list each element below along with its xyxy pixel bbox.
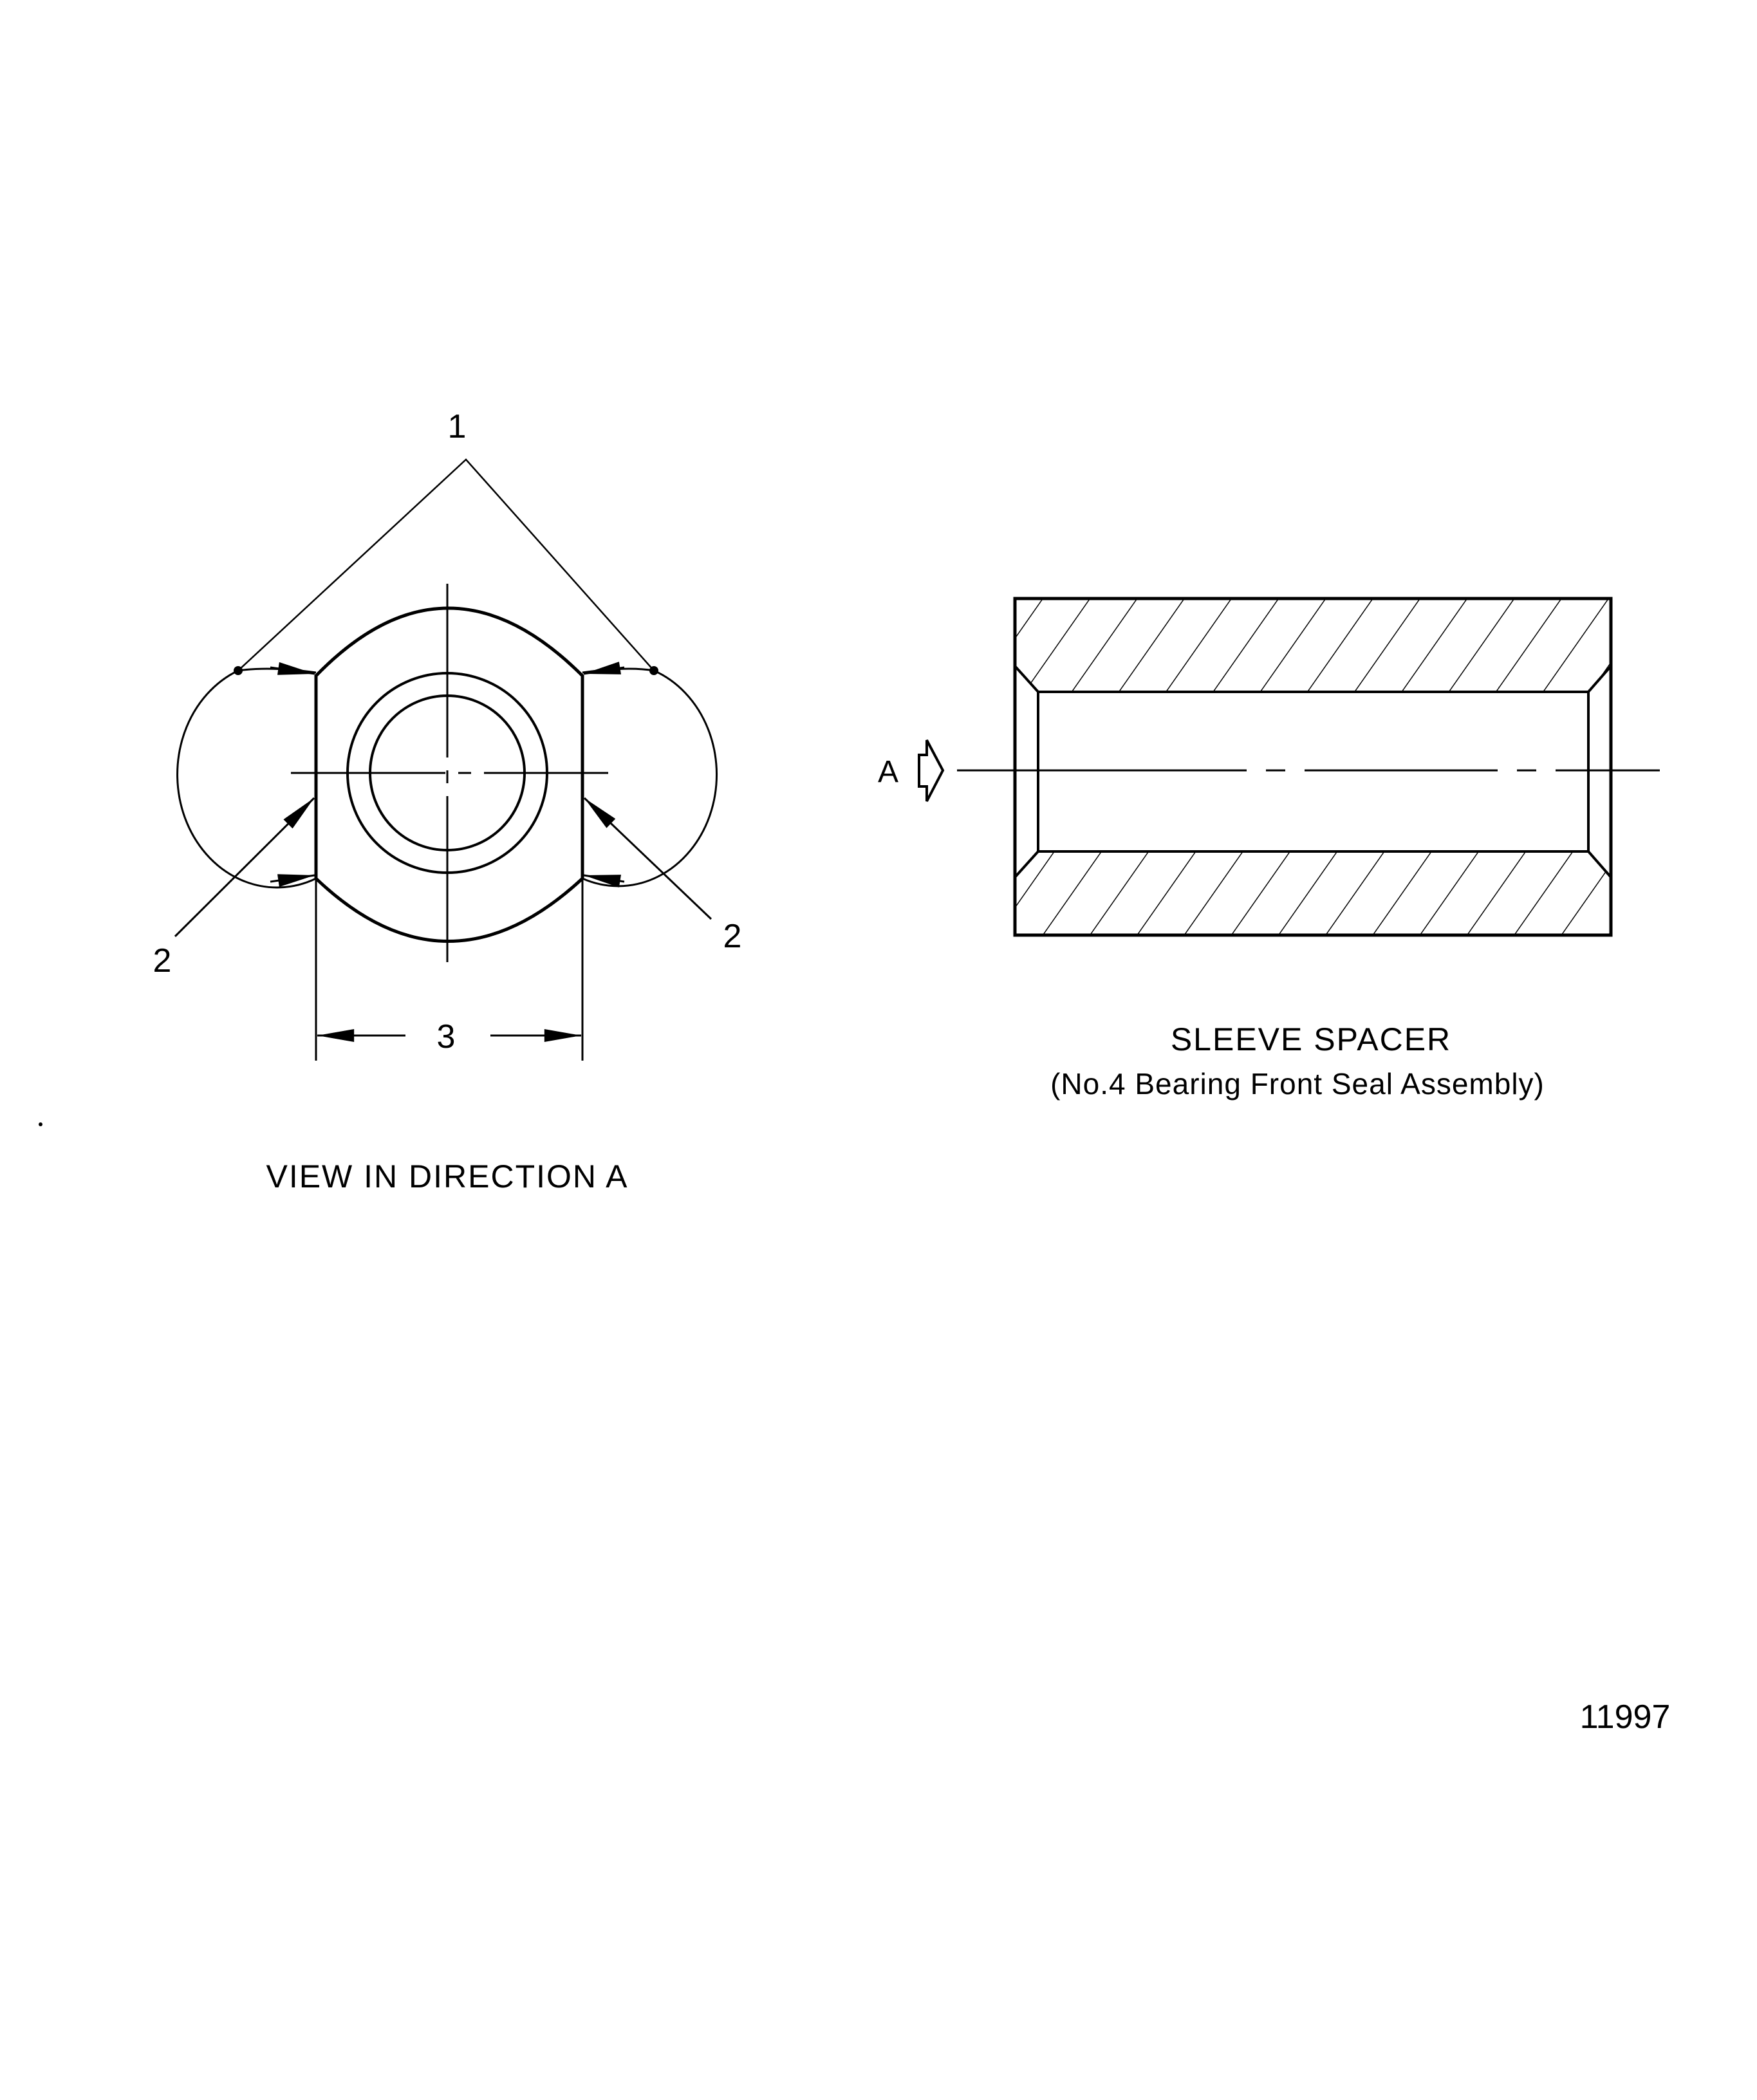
callout-2-left: 2 — [153, 942, 172, 980]
arrow-top-right — [583, 662, 625, 675]
arrow-top-left — [270, 662, 315, 675]
view-direction-a: 1 2 2 3 VIEW IN DIRECTION A — [39, 408, 741, 1194]
callout-2-right: 2 — [723, 918, 742, 955]
arrow-bottom-left — [270, 874, 315, 887]
leader-item-2-left — [174, 797, 315, 938]
stray-dot — [39, 1122, 42, 1126]
leader-dot-right — [649, 666, 658, 675]
arrow-bottom-right — [583, 874, 625, 887]
right-lug-outline — [582, 667, 718, 887]
top-wall-hatch — [1015, 599, 1611, 692]
bottom-wall-hatch — [1015, 851, 1611, 935]
body-outline — [314, 606, 584, 943]
view-title: VIEW IN DIRECTION A — [266, 1158, 628, 1194]
leader-dot-left — [234, 666, 243, 675]
part-title: SLEEVE SPACER — [1171, 1021, 1451, 1057]
leader-item-2-right — [583, 797, 712, 920]
callout-3-dimension: 3 — [437, 1018, 456, 1055]
sleeve-spacer-section: A SLEEVE SPACER (No.4 Bearing Front Seal… — [878, 597, 1660, 1101]
view-direction-arrow-icon — [918, 739, 945, 802]
callout-1: 1 — [448, 408, 467, 445]
part-subtitle: (No.4 Bearing Front Seal Assembly) — [1050, 1067, 1545, 1101]
section-marker-a: A — [878, 755, 898, 789]
sleeve-outline — [1013, 597, 1613, 937]
leader-item-1 — [237, 458, 655, 671]
figure-number: 11997 — [1580, 1698, 1671, 1736]
bore-outline — [1014, 665, 1612, 878]
left-lug-outline — [176, 667, 317, 889]
